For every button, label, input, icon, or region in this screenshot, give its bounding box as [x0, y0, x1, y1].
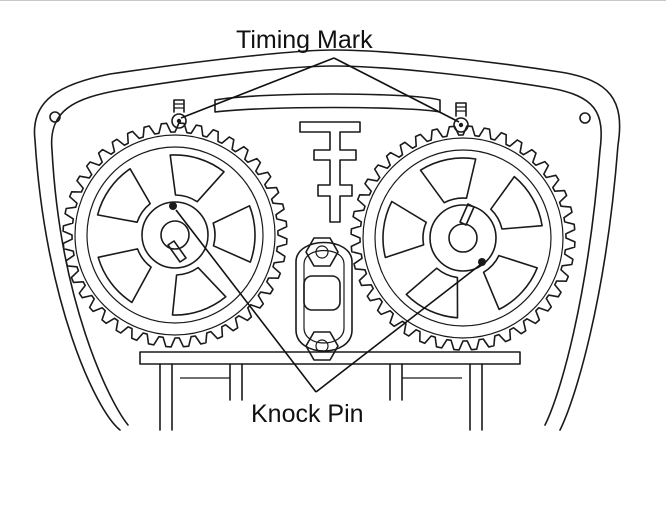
left-gear-hub [141, 201, 209, 269]
tensioner-plate-inner [303, 250, 345, 344]
lower-rib-mid-left-post [229, 363, 243, 401]
left-knock-pin [169, 202, 177, 210]
left-gear-spoke-windows [96, 154, 256, 316]
right-timing-mark-hole [453, 117, 469, 133]
right-gear-spoke-window [490, 175, 543, 230]
left-gear-spoke-window [212, 205, 256, 263]
top-border-rule [0, 0, 666, 1]
right-gear-spoke-window [482, 254, 538, 311]
right-gear-teeth [350, 125, 576, 351]
right-gear-keyway [459, 203, 475, 226]
timing-mark-leader-right [333, 57, 460, 123]
left-timing-mark-hole [171, 113, 187, 129]
lower-rib-mid-right-post [389, 363, 403, 401]
left-gear-keyway [167, 240, 187, 263]
right-gear-bore [448, 223, 478, 253]
tensioner-bolt-top-center [315, 245, 329, 259]
left-timing-bolt-thread [174, 103, 184, 109]
left-gear-web [86, 146, 264, 324]
cover-outline-outer [33, 49, 621, 431]
right-timing-bolt [455, 102, 467, 117]
timing-mark-leader-left [180, 57, 335, 119]
knock-pin-leader-left [175, 209, 317, 393]
left-gear-bore [160, 220, 190, 250]
left-gear-rim [74, 134, 276, 336]
timing-mark-label: Timing Mark [236, 26, 373, 54]
bolt-hole-right [579, 112, 591, 124]
left-timing-mark-dot [176, 118, 182, 124]
right-timing-bolt-thread [456, 106, 466, 112]
left-gear-spoke-window [171, 266, 227, 316]
right-camshaft-gear [350, 102, 576, 351]
tensioner-bolt-top [305, 237, 339, 267]
left-gear-spoke-window [96, 168, 151, 223]
left-camshaft-gear [62, 99, 288, 348]
knock-pin-leader-right [315, 264, 481, 393]
left-gear-spoke-window [169, 154, 225, 203]
cover-outline-inner [50, 65, 602, 426]
left-timing-bolt [173, 99, 185, 113]
right-gear-web [374, 149, 552, 327]
top-rib [214, 93, 441, 113]
right-gear-hub [429, 204, 497, 272]
right-gear-rim [362, 137, 564, 339]
right-knock-pin [478, 258, 486, 266]
right-gear-spoke-window [405, 267, 459, 319]
knock-pin-label: Knock Pin [251, 400, 364, 428]
lower-rib-horizontal [139, 351, 521, 365]
right-timing-mark-dot [458, 122, 464, 128]
bolt-hole-left [49, 111, 61, 123]
left-gear-teeth [62, 122, 288, 348]
lower-rib-right-post [469, 363, 483, 431]
left-gear-spoke-window [97, 248, 152, 304]
right-gear-spoke-window [419, 157, 477, 204]
tensioner-bolt-bottom [305, 331, 339, 361]
right-gear-spoke-windows [382, 157, 543, 319]
lower-rib-left-post [159, 363, 173, 431]
center-bracket [299, 121, 361, 223]
tensioner-slot [303, 275, 341, 311]
right-gear-spoke-window [382, 200, 427, 259]
